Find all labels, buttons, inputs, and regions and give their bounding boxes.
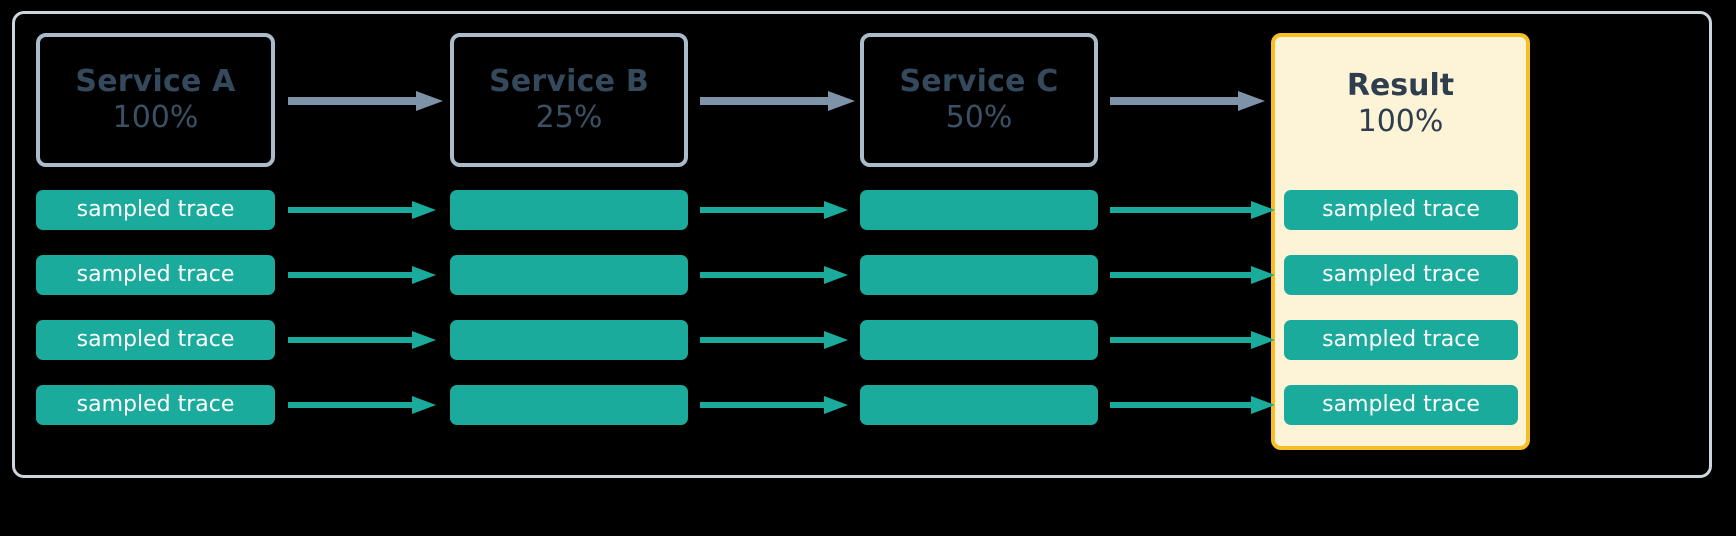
service-box-service-b[interactable]: Service B 25% bbox=[450, 33, 688, 167]
trace-box-row2-service-a[interactable]: sampled trace bbox=[36, 255, 275, 295]
teal-arrow-icon-row1-col3 bbox=[1110, 198, 1275, 222]
trace-box-row4-service-a[interactable]: sampled trace bbox=[36, 385, 275, 425]
teal-arrow-icon-row2-col3 bbox=[1110, 263, 1275, 287]
service-c-percent: 50% bbox=[945, 100, 1013, 135]
result-highlight-box: Result 100% bbox=[1271, 33, 1530, 450]
teal-arrow-icon-row2-col1 bbox=[288, 263, 436, 287]
trace-label: sampled trace bbox=[76, 197, 235, 222]
trace-label: sampled trace bbox=[1322, 197, 1480, 222]
gray-arrow-icon-a-to-b bbox=[288, 89, 443, 113]
teal-arrow-icon-row3-col3 bbox=[1110, 328, 1275, 352]
trace-box-row4-service-c[interactable] bbox=[860, 385, 1098, 425]
service-box-service-c[interactable]: Service C 50% bbox=[860, 33, 1098, 167]
service-a-percent: 100% bbox=[112, 100, 199, 135]
trace-box-row2-service-c[interactable] bbox=[860, 255, 1098, 295]
service-box-service-a[interactable]: Service A 100% bbox=[36, 33, 275, 167]
trace-box-row3-result[interactable]: sampled trace bbox=[1284, 320, 1518, 360]
gray-arrow-icon-b-to-c bbox=[700, 89, 855, 113]
result-title: Result bbox=[1346, 67, 1455, 103]
trace-label: sampled trace bbox=[1322, 327, 1480, 352]
trace-box-row1-result[interactable]: sampled trace bbox=[1284, 190, 1518, 230]
trace-label: sampled trace bbox=[1322, 392, 1480, 417]
service-c-title: Service C bbox=[899, 63, 1059, 99]
trace-label: sampled trace bbox=[76, 327, 235, 352]
trace-box-row4-service-b[interactable] bbox=[450, 385, 688, 425]
gray-arrow-icon-c-to-result bbox=[1110, 89, 1265, 113]
teal-arrow-icon-row1-col2 bbox=[700, 198, 848, 222]
result-header: Result 100% bbox=[1275, 37, 1526, 171]
trace-box-row3-service-c[interactable] bbox=[860, 320, 1098, 360]
service-b-title: Service B bbox=[489, 63, 649, 99]
trace-box-row1-service-c[interactable] bbox=[860, 190, 1098, 230]
trace-box-row3-service-a[interactable]: sampled trace bbox=[36, 320, 275, 360]
teal-arrow-icon-row4-col1 bbox=[288, 393, 436, 417]
trace-box-row2-service-b[interactable] bbox=[450, 255, 688, 295]
trace-box-row4-result[interactable]: sampled trace bbox=[1284, 385, 1518, 425]
teal-arrow-icon-row2-col2 bbox=[700, 263, 848, 287]
teal-arrow-icon-row3-col1 bbox=[288, 328, 436, 352]
service-b-percent: 25% bbox=[535, 100, 603, 135]
trace-box-row2-result[interactable]: sampled trace bbox=[1284, 255, 1518, 295]
trace-label: sampled trace bbox=[76, 392, 235, 417]
diagram-outer-frame bbox=[12, 11, 1712, 478]
trace-box-row1-service-b[interactable] bbox=[450, 190, 688, 230]
trace-box-row1-service-a[interactable]: sampled trace bbox=[36, 190, 275, 230]
service-a-title: Service A bbox=[75, 63, 236, 99]
teal-arrow-icon-row1-col1 bbox=[288, 198, 436, 222]
trace-label: sampled trace bbox=[76, 262, 235, 287]
teal-arrow-icon-row3-col2 bbox=[700, 328, 848, 352]
trace-box-row3-service-b[interactable] bbox=[450, 320, 688, 360]
trace-label: sampled trace bbox=[1322, 262, 1480, 287]
teal-arrow-icon-row4-col2 bbox=[700, 393, 848, 417]
teal-arrow-icon-row4-col3 bbox=[1110, 393, 1275, 417]
result-percent: 100% bbox=[1357, 104, 1444, 139]
